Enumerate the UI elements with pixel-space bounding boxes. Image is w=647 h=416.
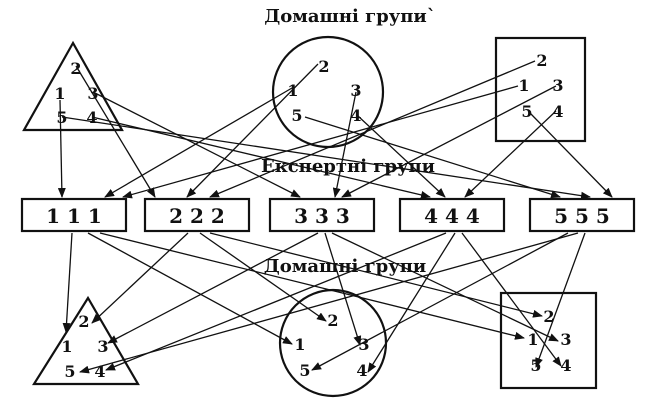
bottom-circle-member-4: 4 bbox=[356, 361, 367, 380]
bottom-circle-member-1: 1 bbox=[294, 335, 305, 354]
top-square-group bbox=[494, 36, 587, 143]
arrow-top-sq-3-to-e3 bbox=[341, 85, 557, 198]
bottom-triangle-member-1: 1 bbox=[61, 337, 72, 356]
expert-group-3-label: 3 3 3 bbox=[294, 204, 350, 228]
bottom-triangle-member-4: 4 bbox=[94, 362, 105, 381]
top-circle-member-1: 1 bbox=[287, 81, 298, 100]
arrow-top-circ-5-to-e5 bbox=[304, 116, 561, 199]
arrow-e5-to-bot-tri-5 bbox=[79, 232, 579, 374]
arrow-e5-to-bot-circ-5 bbox=[311, 232, 569, 371]
arrow-top-tri-3-to-e3 bbox=[92, 91, 301, 198]
top-square-member-2: 2 bbox=[536, 51, 547, 70]
arrow-e1-to-bot-tri-1 bbox=[62, 232, 73, 333]
bottom-square-member-2: 2 bbox=[543, 307, 554, 326]
arrow-top-tri-1-to-e1 bbox=[57, 99, 66, 198]
top-triangle-member-1: 1 bbox=[54, 84, 65, 103]
bottom-triangle-group bbox=[32, 295, 140, 386]
expert-group-4-label: 4 4 4 bbox=[424, 204, 480, 228]
arrow-top-sq-2-to-e2 bbox=[209, 60, 536, 198]
bottom-square-member-3: 3 bbox=[560, 330, 571, 349]
expert-group-3-box bbox=[268, 197, 376, 233]
arrow-top-circ-2-to-e2 bbox=[186, 63, 319, 198]
arrow-top-sq-1-to-e1 bbox=[122, 85, 519, 199]
expert-group-2-label: 2 2 2 bbox=[169, 204, 225, 228]
expert-group-5-box bbox=[528, 197, 636, 233]
bottom-circle-member-2: 2 bbox=[327, 311, 338, 330]
top-triangle-member-2: 2 bbox=[70, 59, 81, 78]
bottom-triangle-member-5: 5 bbox=[64, 362, 75, 381]
expert-groups-title: Експертні групи bbox=[261, 156, 435, 177]
expert-group-1-label: 1 1 1 bbox=[46, 204, 102, 228]
home-groups-title-top: Домашні групи` bbox=[264, 6, 436, 27]
top-square-member-4: 4 bbox=[552, 102, 563, 121]
top-circle-member-4: 4 bbox=[350, 106, 361, 125]
expert-group-5-label: 5 5 5 bbox=[554, 204, 610, 228]
bottom-square-member-1: 1 bbox=[527, 330, 538, 349]
home-groups-title-bottom: Домашні групи bbox=[264, 256, 427, 277]
bottom-triangle-member-2: 2 bbox=[78, 312, 89, 331]
expert-group-2-box bbox=[143, 197, 251, 233]
expert-group-4-box bbox=[398, 197, 506, 233]
top-square-member-1: 1 bbox=[518, 76, 529, 95]
arrow-e4-to-bot-tri-4 bbox=[105, 232, 447, 371]
bottom-circle-member-3: 3 bbox=[358, 335, 369, 354]
arrow-e3-to-bot-circ-3 bbox=[324, 232, 362, 346]
arrow-e5-to-bot-sq-5 bbox=[535, 232, 586, 368]
top-triangle-group bbox=[22, 40, 124, 132]
bottom-square-member-4: 4 bbox=[560, 356, 571, 375]
top-triangle-member-4: 4 bbox=[86, 108, 97, 127]
top-circle-member-2: 2 bbox=[318, 57, 329, 76]
top-circle-group bbox=[271, 35, 385, 149]
top-triangle-member-5: 5 bbox=[56, 108, 67, 127]
top-circle-member-5: 5 bbox=[291, 106, 302, 125]
bottom-circle-group bbox=[278, 288, 388, 398]
arrows-layer bbox=[57, 60, 613, 374]
arrow-top-tri-4-to-e4 bbox=[91, 116, 431, 199]
arrow-e1-to-bot-sq-1 bbox=[99, 232, 525, 340]
arrow-e4-to-bot-circ-4 bbox=[367, 232, 456, 373]
arrow-e2-to-bot-circ-2 bbox=[199, 232, 327, 322]
bottom-triangle-member-3: 3 bbox=[97, 337, 108, 356]
expert-group-1-box bbox=[20, 197, 128, 233]
arrow-top-sq-5-to-e5 bbox=[529, 112, 613, 198]
arrow-e3-to-bot-tri-3 bbox=[107, 232, 319, 344]
arrow-e3-to-bot-sq-3 bbox=[331, 232, 559, 342]
arrow-e2-to-bot-sq-2 bbox=[209, 232, 543, 318]
arrow-e1-to-bot-circ-1 bbox=[87, 232, 293, 345]
arrow-e2-to-bot-tri-2 bbox=[91, 232, 189, 324]
top-square-member-5: 5 bbox=[521, 102, 532, 121]
arrow-top-sq-4-to-e4 bbox=[464, 110, 557, 198]
bottom-square-group bbox=[499, 291, 598, 390]
top-circle-member-3: 3 bbox=[350, 81, 361, 100]
bottom-circle-member-5: 5 bbox=[299, 361, 310, 380]
top-triangle-member-3: 3 bbox=[87, 84, 98, 103]
bottom-square-member-5: 5 bbox=[530, 356, 541, 375]
arrow-top-circ-1-to-e1 bbox=[104, 87, 293, 198]
top-square-member-3: 3 bbox=[552, 76, 563, 95]
